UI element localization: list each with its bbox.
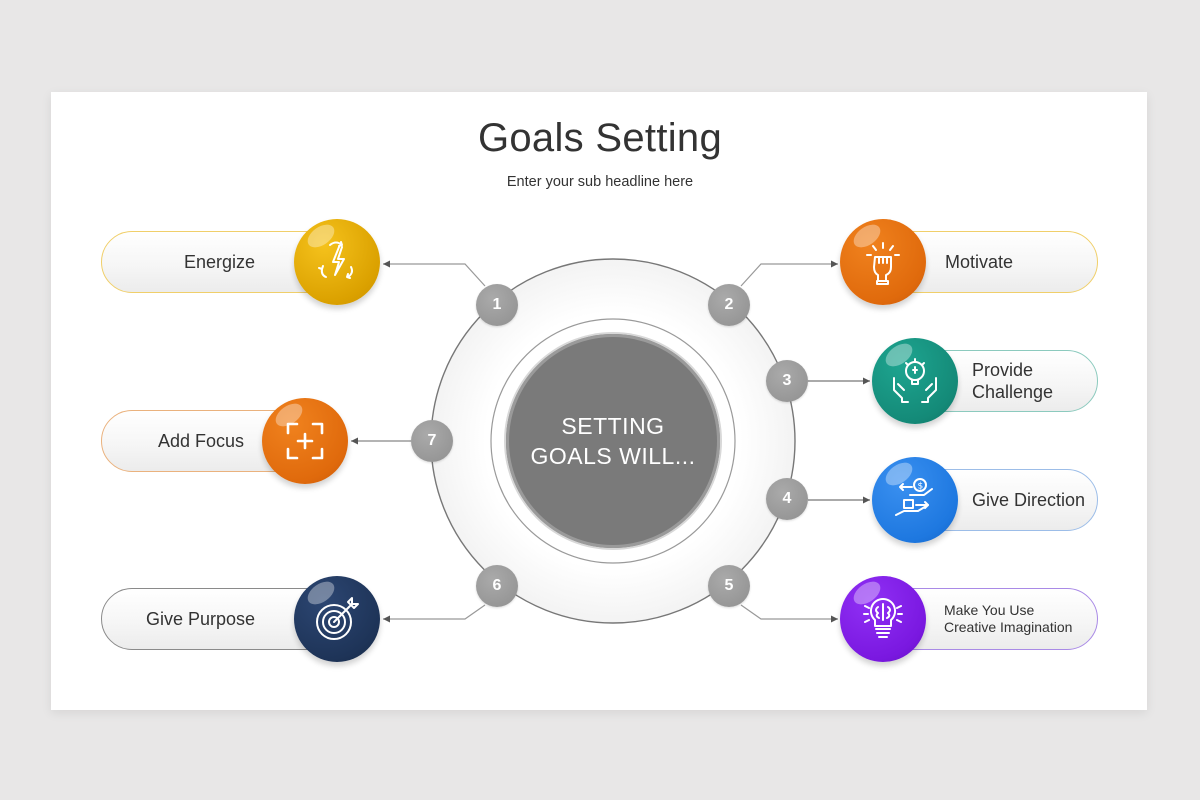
item-label: Provide Challenge bbox=[972, 359, 1053, 403]
step-badge-3: 3 bbox=[766, 360, 808, 402]
item-label-line1: Provide bbox=[972, 360, 1034, 380]
center-text: SETTING GOALS WILL... bbox=[531, 411, 696, 471]
target-arrow-icon bbox=[294, 576, 380, 662]
center-text-line2: GOALS WILL... bbox=[530, 443, 696, 469]
item-label-line2: Challenge bbox=[972, 382, 1054, 402]
slide-title: Goals Setting bbox=[477, 116, 723, 160]
step-badge-4: 4 bbox=[766, 478, 808, 520]
step-badge-2: 2 bbox=[708, 284, 750, 326]
item-label: Make You Use Creative Imagination bbox=[944, 602, 1072, 636]
step-badge-7: 7 bbox=[411, 420, 453, 462]
center-disc: SETTING GOALS WILL... bbox=[506, 334, 720, 548]
center-text-line1: SETTING bbox=[561, 413, 665, 439]
brain-lightbulb-icon bbox=[840, 576, 926, 662]
item-label: Give Direction bbox=[972, 490, 1086, 510]
item-label: Add Focus bbox=[157, 431, 244, 451]
step-badge-5: 5 bbox=[708, 565, 750, 607]
item-label-line1: Make You Use bbox=[944, 602, 1035, 618]
focus-plus-icon bbox=[262, 398, 348, 484]
raised-fist-icon bbox=[840, 219, 926, 305]
lightning-recycle-icon bbox=[294, 219, 380, 305]
lightbulb-gear-hands-icon bbox=[872, 338, 958, 424]
item-label: Energize bbox=[183, 252, 255, 272]
svg-text:$: $ bbox=[918, 482, 924, 492]
step-badge-1: 1 bbox=[476, 284, 518, 326]
item-label: Give Purpose bbox=[145, 609, 255, 629]
slide-subtitle: Enter your sub headline here bbox=[506, 174, 694, 190]
hands-exchange-icon: $ bbox=[872, 457, 958, 543]
item-label-line2: Creative Imagination bbox=[944, 619, 1073, 635]
item-label: Motivate bbox=[945, 252, 1014, 272]
step-badge-6: 6 bbox=[476, 565, 518, 607]
